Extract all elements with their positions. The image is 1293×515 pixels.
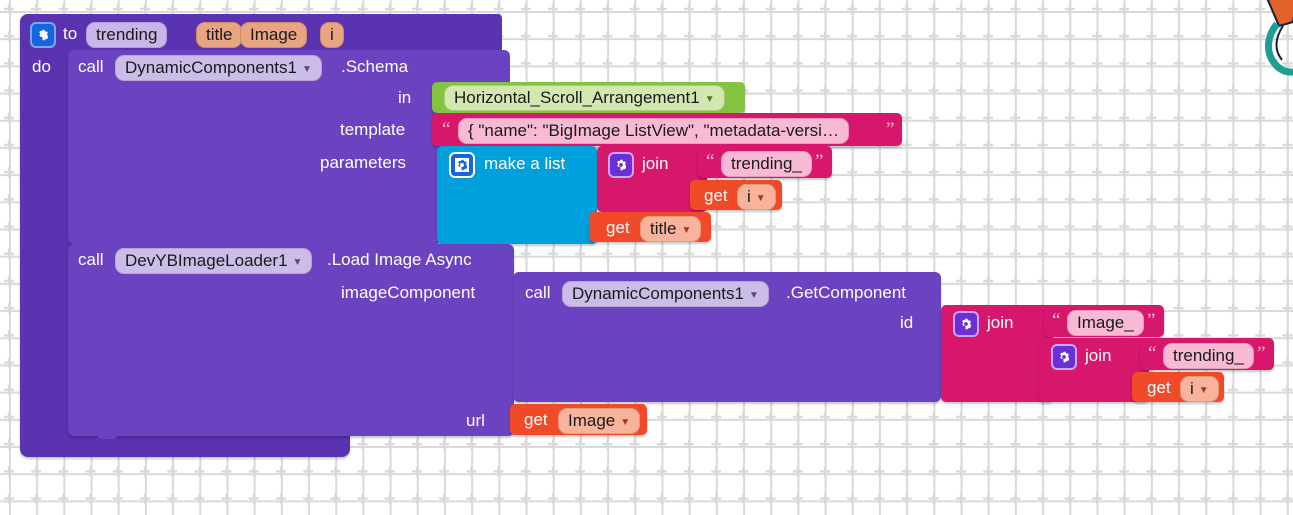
gear-icon[interactable] [449, 152, 475, 178]
get-variable-name: Image [568, 411, 616, 430]
schema-socket-template-label: template [340, 120, 406, 139]
schema-component-dropdown[interactable]: DynamicComponents1 ▼ [115, 55, 322, 81]
text-string-value-image-prefix[interactable]: Image_ [1067, 310, 1144, 336]
schema-method-label: .Schema [341, 57, 409, 76]
loader-method-label: .Load Image Async [327, 250, 472, 269]
text-string-value-template[interactable]: { "name": "BigImage ListView", "metadata… [458, 118, 849, 144]
get-variable-i-1[interactable]: i▼ [737, 184, 776, 210]
gear-icon[interactable] [953, 311, 979, 337]
loader-component-dropdown[interactable]: DevYBImageLoader1 ▼ [115, 248, 313, 274]
get-variable-i-2[interactable]: i▼ [1180, 376, 1219, 402]
procedure-param-title[interactable]: title [196, 22, 243, 48]
join-label-1: join [642, 154, 669, 173]
getcomponent-call-label: call [525, 283, 551, 302]
open-quote-icon: “ [1052, 310, 1061, 331]
get-variable-title[interactable]: title ▼ [640, 216, 702, 242]
procedure-param-image[interactable]: Image [240, 22, 308, 48]
text-string-value-trending-1[interactable]: trending_ [721, 151, 812, 177]
get-label-i-1: get [704, 186, 728, 205]
getcomponent-component-name: DynamicComponents1 [572, 284, 744, 303]
gear-icon[interactable] [1051, 344, 1077, 370]
get-variable-name: i [747, 187, 751, 206]
schema-socket-parameters-label: parameters [320, 153, 406, 172]
chevron-down-icon[interactable]: ▼ [292, 257, 303, 268]
getcomponent-method-label: .GetComponent [786, 283, 907, 302]
partial-graphic-icon [1253, 0, 1293, 88]
getcomponent-component-dropdown[interactable]: DynamicComponents1 ▼ [562, 281, 769, 307]
loader-component-name: DevYBImageLoader1 [125, 251, 288, 270]
close-quote-icon: ” [815, 151, 824, 172]
procedure-param-i[interactable]: i [320, 22, 344, 48]
close-quote-icon: ” [886, 119, 895, 140]
chevron-down-icon[interactable]: ▼ [704, 94, 715, 105]
chevron-down-icon[interactable]: ▼ [1198, 385, 1209, 396]
schema-component-name: DynamicComponents1 [125, 58, 297, 77]
procedure-name-field[interactable]: trending [86, 22, 168, 48]
loader-socket-imagecomponent-label: imageComponent [341, 283, 476, 302]
block-connector-notch [96, 430, 118, 439]
chevron-down-icon[interactable]: ▼ [748, 290, 759, 301]
make-a-list-label: make a list [484, 154, 566, 173]
getcomponent-socket-id-label: id [900, 313, 914, 332]
join-label-outer-id: join [987, 313, 1014, 332]
schema-call-label: call [78, 57, 104, 76]
gear-icon[interactable] [30, 22, 56, 48]
loader-socket-url-label: url [466, 411, 485, 430]
schema-socket-in-label: in [398, 88, 412, 107]
get-variable-name: title [650, 219, 677, 238]
component-getter-dropdown[interactable]: Horizontal_Scroll_Arrangement1 ▼ [444, 85, 725, 111]
chevron-down-icon[interactable]: ▼ [681, 225, 692, 236]
close-quote-icon: ” [1147, 310, 1156, 331]
chevron-down-icon[interactable]: ▼ [620, 417, 631, 428]
call-load-image-async-block[interactable] [68, 244, 514, 436]
procedure-do-label: do [32, 57, 51, 76]
text-string-value-trending-2[interactable]: trending_ [1163, 343, 1254, 369]
get-label-image-url: get [524, 410, 548, 429]
close-quote-icon: ” [1257, 343, 1266, 364]
get-variable-name: i [1190, 379, 1194, 398]
chevron-down-icon[interactable]: ▼ [301, 64, 312, 75]
gear-icon[interactable] [608, 152, 634, 178]
open-quote-icon: “ [1148, 343, 1157, 364]
chevron-down-icon[interactable]: ▼ [755, 193, 766, 204]
get-label-i-2: get [1147, 378, 1171, 397]
loader-call-label: call [78, 250, 104, 269]
get-variable-image-url[interactable]: Image ▼ [558, 408, 641, 434]
get-label-title: get [606, 218, 630, 237]
join-label-inner-id: join [1085, 346, 1112, 365]
open-quote-icon: “ [706, 151, 715, 172]
open-quote-icon: “ [442, 119, 451, 140]
procedure-to-label: to [63, 24, 78, 43]
component-getter-value: Horizontal_Scroll_Arrangement1 [454, 88, 700, 107]
